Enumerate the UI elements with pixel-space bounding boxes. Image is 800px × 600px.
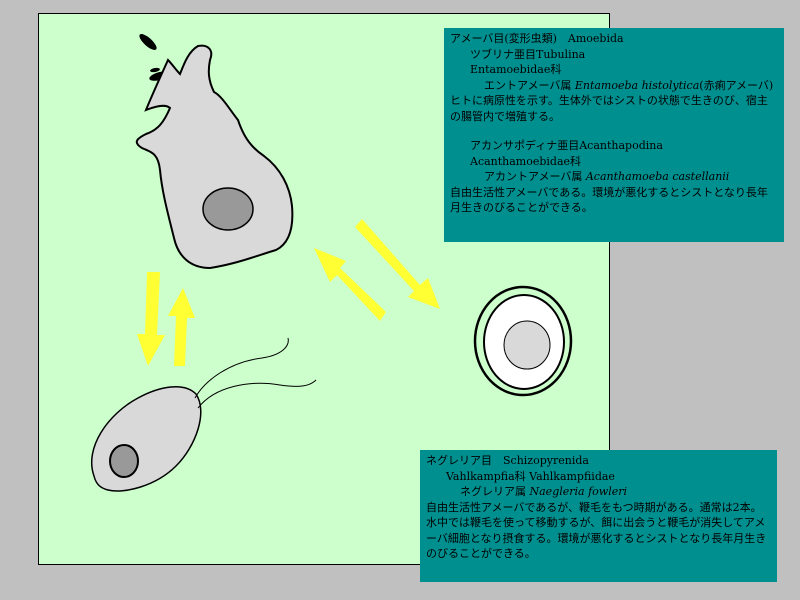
food-particle [150,67,160,73]
flagellum [197,379,317,409]
genus-species: エントアメーバ属 Entamoeba histolytica(赤痢アメーバ) [450,78,778,94]
species-name: Naegleria fowleri [529,485,628,498]
species-description: 自由生活性アメーバである。環境が悪化するとシストとなり長年月生きのびることができ… [450,185,768,215]
family-name: Entamoebidae科 [470,63,562,76]
order-name: ネグレリア目 Schizopyrenida [426,454,589,467]
genus-name: ネグレリア属 [460,485,526,498]
arrow-to-amoeba [168,288,195,366]
transition-arrows [137,219,440,366]
species-name: Entamoeba histolytica [574,78,700,92]
flagellate-body [90,386,202,492]
flagellum [194,337,289,399]
suborder-name: アカンサポディナ亜目Acanthapodina [470,139,663,152]
genus-species: アカントアメーバ属 Acanthamoeba castellanii [450,169,778,185]
cyst-outer-wall [473,285,573,397]
species-description: ヒトに病原性を示す。生体外ではシストの状態で生きのび、宿主の腸管内で増殖する。 [450,94,768,123]
amoeba-nucleus [202,187,254,231]
arrow-to-flagellate [137,272,165,366]
family-name: Acanthamoebidae科 [470,154,582,168]
flagellate-nucleus [109,444,139,478]
genus-name: エントアメーバ属 [484,78,572,92]
family-name: Vahlkampfia科 Vahlkampfiidae [446,469,615,483]
amoebida-info-box: アメーバ目(変形虫類) Amoebida ツブリナ亜目Tubulina Enta… [444,28,784,242]
cyst-nucleus [503,320,551,370]
species-common-name: (赤痢アメーバ) [699,78,774,92]
genus-species: ネグレリア属 Naegleria fowleri [426,484,771,500]
genus-name: アカントアメーバ属 [484,170,583,183]
naegleria-info-box: ネグレリア目 Schizopyrenida Vahlkampfia科 Vahlk… [420,450,777,582]
suborder-name: ツブリナ亜目Tubulina [470,47,586,61]
species-description: 自由生活性アメーバであるが、鞭毛をもつ時期がある。通常は2本。水中では鞭毛を使っ… [426,500,767,561]
order-name: アメーバ目(変形虫類) Amoebida [450,32,624,45]
food-particle [139,34,157,50]
arrow-to-amoeba-from-cyst [314,248,386,321]
amoeba-trophozoite [135,44,294,270]
arrow-to-cyst [355,219,440,309]
species-name: Acanthamoeba castellanii [585,170,730,183]
